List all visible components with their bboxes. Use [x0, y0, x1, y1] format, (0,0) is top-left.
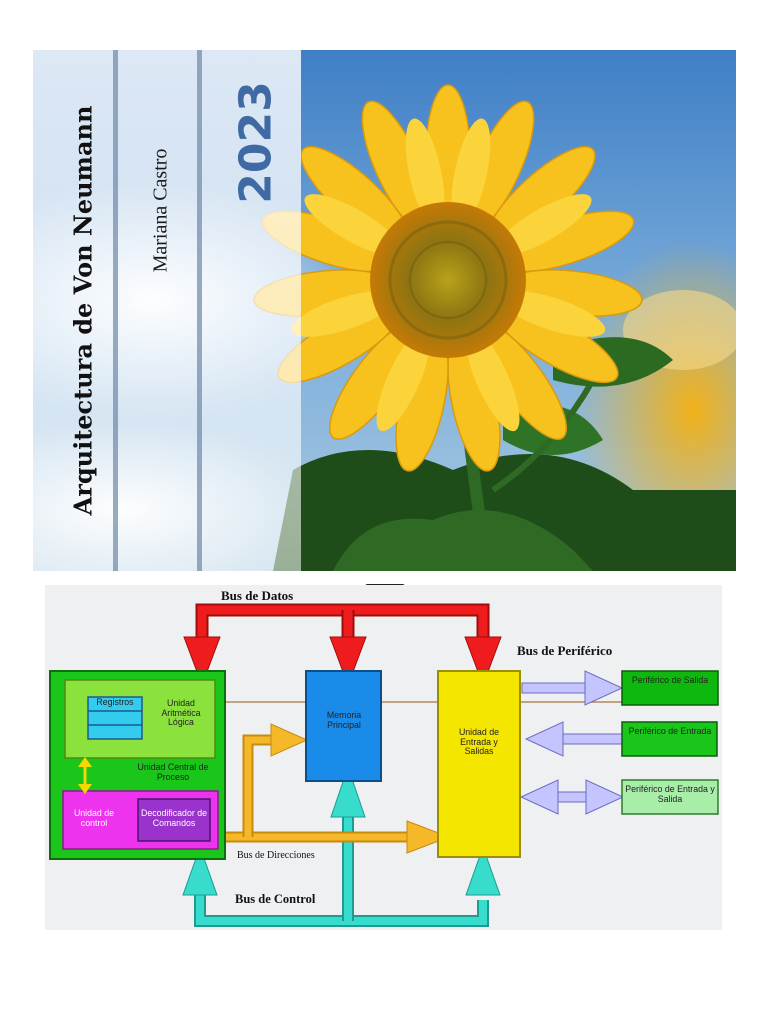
bus-direcciones-label: Bus de Direcciones	[237, 850, 315, 861]
bus-datos-label: Bus de Datos	[221, 588, 294, 603]
registers-label: Registros	[96, 697, 134, 707]
von-neumann-diagram: Bus de Datos Bus de Periférico Bus de Di…	[45, 585, 722, 930]
cover-author: Mariana Castro	[141, 50, 181, 370]
cover-year-text: 2023	[230, 81, 282, 204]
periph-io-label: Periférico de Entrada y Salida	[625, 784, 715, 804]
io-unit-label: Unidad de Entrada y Salidas	[458, 727, 500, 757]
cpu-label: Unidad Central de Proceso	[137, 762, 209, 782]
cpu-block	[49, 670, 226, 860]
periph-in-block	[621, 721, 718, 757]
periph-io-block	[621, 779, 719, 815]
bus-control-label: Bus de Control	[235, 892, 316, 906]
peripheral-bus	[519, 670, 625, 815]
periph-out-block	[621, 670, 719, 706]
cover-title: Arquitectura de Von Neumann	[53, 50, 113, 571]
bus-periferico-label: Bus de Periférico	[517, 643, 613, 658]
main-memory-block	[305, 670, 382, 782]
periph-out-label: Periférico de Salida	[631, 675, 709, 685]
book-cover: Arquitectura de Von Neumann Mariana Cast…	[33, 50, 736, 571]
periph-in-label: Periférico de Entrada	[628, 726, 712, 736]
control-bus	[182, 765, 501, 927]
data-bus	[183, 603, 502, 687]
address-bus	[225, 723, 451, 854]
control-unit-label: Unidad de control	[73, 808, 115, 828]
alu-label: Unidad Aritmética Lógica	[161, 698, 201, 728]
memory-label: Memoria Principal	[326, 710, 362, 730]
cover-year: 2023	[221, 50, 291, 235]
cover-title-text: Arquitectura de Von Neumann	[68, 105, 98, 516]
diagram-graphics	[49, 603, 719, 927]
sunflower-photo	[33, 50, 736, 571]
cover-author-text: Mariana Castro	[149, 148, 172, 272]
decoder-label: Decodificador de Comandos	[140, 808, 207, 828]
io-unit-block	[437, 670, 521, 858]
